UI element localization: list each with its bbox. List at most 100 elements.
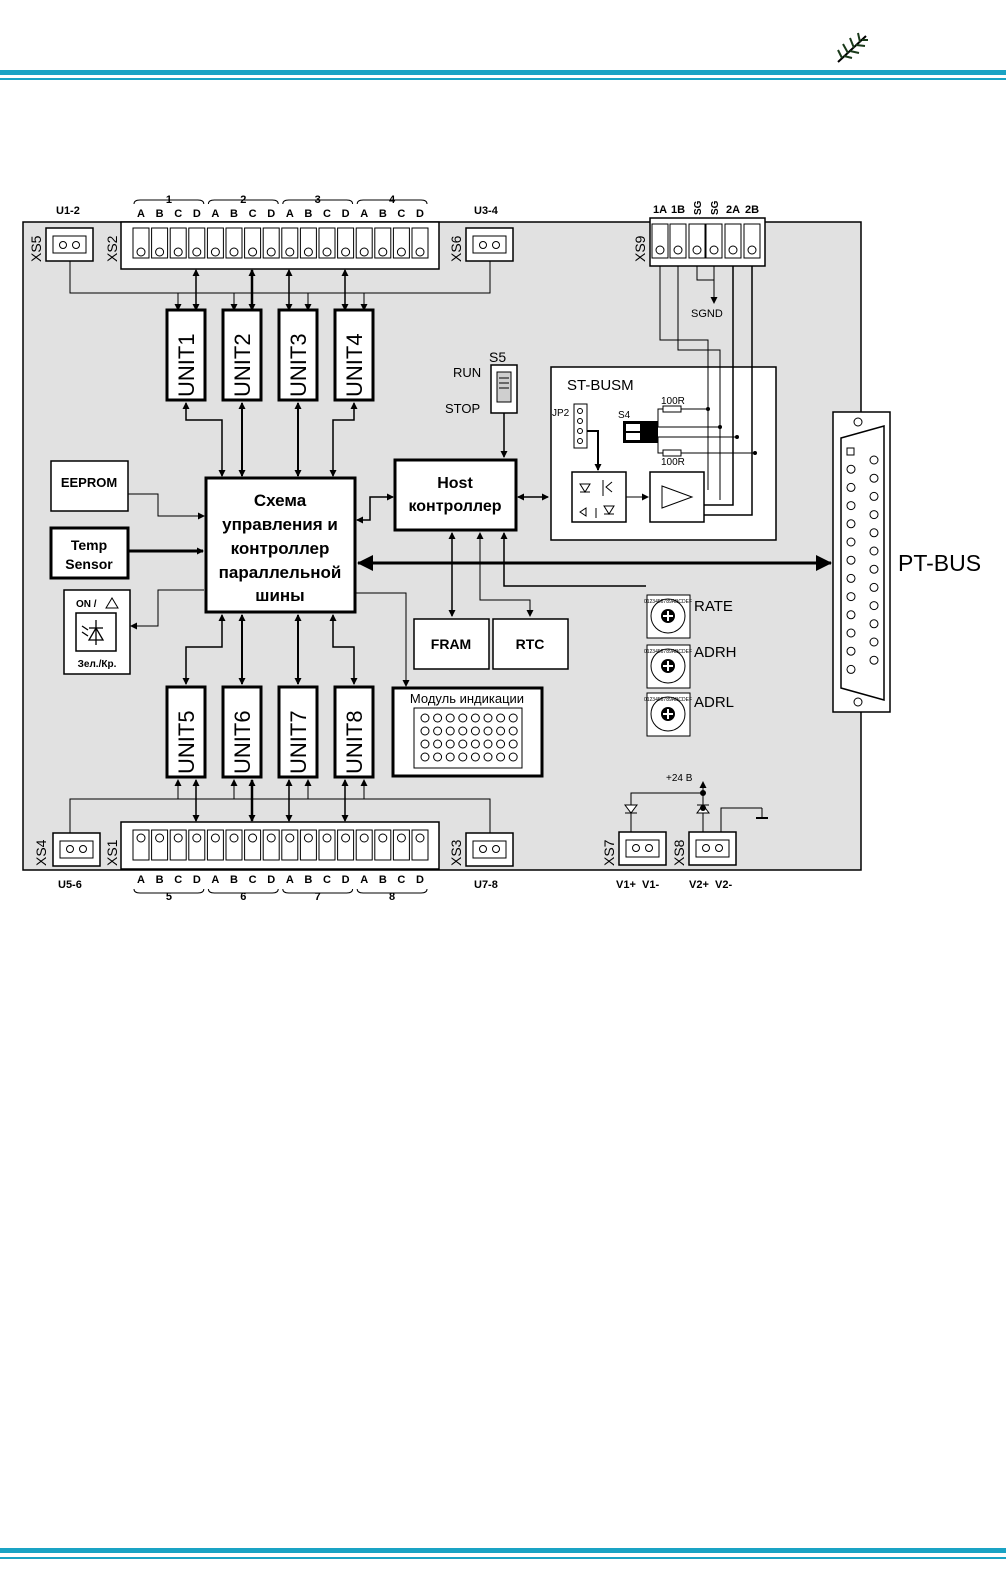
pin-label: B — [379, 874, 387, 886]
group-label: 4 — [389, 194, 396, 206]
host-peripheral-arrows — [448, 532, 646, 617]
adrl-label: ADRL — [694, 694, 734, 711]
rtc-block: RTC — [492, 618, 569, 670]
xs1-label: XS1 — [104, 839, 120, 866]
pin-label: C — [323, 208, 331, 220]
xs5-label: XS5 — [28, 235, 44, 262]
pin-label: A — [360, 208, 368, 220]
host-controller-block: Host контроллер — [393, 458, 518, 532]
stop-label: STOP — [445, 401, 480, 416]
pin-label: D — [267, 208, 275, 220]
unit-power-wires — [69, 261, 491, 833]
adrl-rotary-switch[interactable] — [646, 692, 691, 737]
unit2-label: UNIT2 — [230, 333, 255, 397]
pin-label: B — [230, 874, 238, 886]
rotary-digits-adrl: 0123456789ABCDEF — [644, 697, 692, 703]
rate-label: RATE — [694, 598, 733, 615]
pin-label: A — [286, 208, 294, 220]
xs2-pins — [132, 227, 429, 259]
unit6-box: UNIT6 — [221, 685, 263, 779]
pin-label: A — [137, 874, 145, 886]
xs8-label: XS8 — [671, 839, 687, 866]
pin-label: C — [249, 208, 257, 220]
unit5-box: UNIT5 — [165, 685, 207, 779]
unit4-label: UNIT4 — [342, 333, 367, 397]
v2-label: V2+ V2- — [689, 879, 732, 891]
unit1-box: UNIT1 — [165, 308, 207, 402]
xs9-terminal-label: SG — [710, 200, 721, 215]
transceiver-icon — [649, 471, 705, 523]
main-line-1: Схема — [254, 491, 307, 510]
unit3-box: UNIT3 — [277, 308, 319, 402]
unit1-label: UNIT1 — [174, 333, 199, 397]
connector-xs4 — [52, 832, 101, 867]
pin-label: A — [211, 874, 219, 886]
pin-label: D — [193, 208, 201, 220]
fir-branch-icon — [837, 32, 868, 63]
group-label: 1 — [166, 194, 172, 206]
pin-label: C — [249, 874, 257, 886]
led-top-label: ON / — [76, 599, 97, 610]
xs7-label: XS7 — [601, 839, 617, 866]
xs9-terminal-label: SG — [693, 200, 704, 215]
group-label: 5 — [166, 891, 172, 903]
led-bottom-label: Зел./Кр. — [78, 659, 117, 670]
connector-xs6 — [465, 227, 514, 262]
jp2-jumper[interactable] — [573, 403, 588, 449]
s5-label: S5 — [489, 349, 506, 365]
pin-label: C — [397, 874, 405, 886]
unit8-label: UNIT8 — [342, 710, 367, 774]
pin-label: A — [137, 208, 145, 220]
pin-label: B — [379, 208, 387, 220]
indication-module: Модуль индикации — [391, 686, 544, 778]
xs4-label: XS4 — [33, 839, 49, 866]
pin-label: D — [416, 874, 424, 886]
v24-label: +24 В — [666, 773, 693, 784]
xs9-terminal-label: 2A — [726, 204, 740, 216]
xs9-terminal-label: 1B — [671, 204, 685, 216]
sgnd-label: SGND — [691, 308, 723, 320]
adrh-rotary-switch[interactable] — [646, 644, 691, 689]
pin-label: D — [342, 874, 350, 886]
unit3-label: UNIT3 — [286, 333, 311, 397]
connector-xs8 — [688, 831, 737, 866]
jp2-label: JP2 — [552, 408, 570, 419]
adrh-label: ADRH — [694, 644, 737, 661]
led-indicator-block: ON / Зел./Кр. — [63, 589, 131, 675]
xs9-terminal-label: 2B — [745, 204, 759, 216]
pin-label: C — [323, 874, 331, 886]
temp-label-1: Temp — [71, 537, 107, 553]
u34-label: U3-4 — [474, 205, 499, 217]
pin-label: A — [360, 874, 368, 886]
main-line-5: шины — [255, 586, 304, 605]
main-controller-block: Схема управления и контроллер параллельн… — [204, 476, 357, 614]
group-label: 3 — [315, 194, 321, 206]
run-label: RUN — [453, 365, 481, 380]
group-label: 7 — [315, 891, 321, 903]
rtc-label: RTC — [516, 636, 545, 652]
u12-label: U1-2 — [56, 205, 80, 217]
power-section — [624, 781, 768, 832]
rate-rotary-switch[interactable] — [646, 594, 691, 639]
pin-label: B — [156, 208, 164, 220]
u56-label: U5-6 — [58, 879, 82, 891]
run-stop-switch[interactable] — [490, 364, 518, 414]
pin-label: C — [397, 208, 405, 220]
host-line-2: контроллер — [408, 498, 501, 515]
pin-label: D — [342, 208, 350, 220]
unit6-label: UNIT6 — [230, 710, 255, 774]
main-line-4: параллельной — [219, 563, 342, 582]
connector-xs5 — [45, 227, 94, 262]
unit-controller-arrows — [182, 402, 358, 685]
unit2-box: UNIT2 — [221, 308, 263, 402]
s4-label: S4 — [618, 410, 631, 421]
unit8-box: UNIT8 — [333, 685, 375, 779]
pin-label: D — [193, 874, 201, 886]
unit-terminal-arrows — [174, 269, 368, 822]
connector-xs3 — [465, 832, 514, 867]
busm-title: ST-BUSM — [567, 377, 634, 394]
v1-label: V1+ V1- — [616, 879, 659, 891]
optocoupler-icon — [571, 471, 627, 523]
